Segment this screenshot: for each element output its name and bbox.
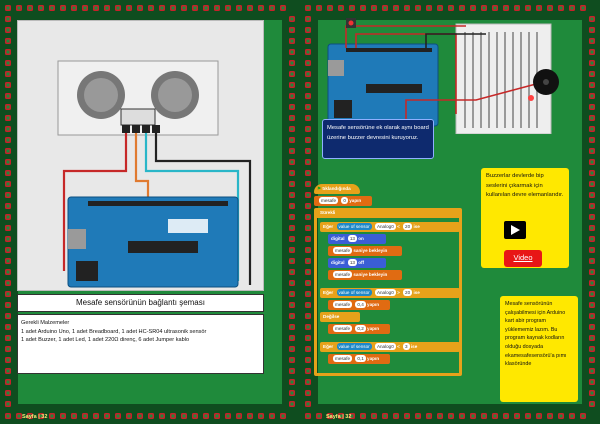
right-page: Mesafe sensörüne ek olarak aynı board üz… [300,0,600,424]
block-suffix: yapın [367,326,380,331]
when-flag-clicked-block[interactable]: ⚑ tıklandığında [314,184,360,194]
note-text: Buzzerlar devlerde bip seslerini çıkarma… [486,173,564,198]
block-suffix: yapın [349,198,362,203]
block-suffix: ise [413,290,420,295]
block-value[interactable]: 3 [403,343,410,351]
block-label: Eğer [323,344,334,349]
flag-icon: ⚑ [317,186,322,191]
digital-on-block[interactable]: digital 13 on [328,234,386,244]
scratch-program: ⚑ tıklandığında mesafe 0 yapın Sürekli E… [310,166,468,382]
block-value[interactable]: 20 [403,223,413,231]
materials-line: 1 adet Arduino Uno, 1 adet Breadboard, 1… [21,328,207,335]
block-suffix: yapın [367,302,380,307]
set-variable-block[interactable]: mesafe 0 yapın [314,196,372,206]
if-sensor-block[interactable]: Eğer value of sensor Analog0 < 20 ise [320,222,460,232]
block-pin[interactable]: Analog0 [374,343,396,351]
block-suffix: saniye bekleyin [353,248,388,253]
block-suffix: saniye bekleyin [353,272,388,277]
block-op: < [397,224,400,229]
forever-block[interactable]: Sürekli [314,208,462,376]
block-label: mesafe [333,355,353,363]
circuit-photo [327,18,559,134]
page-number: Sayfa | 32 [326,414,352,420]
wait-block[interactable]: mesafe saniye bekleyin [328,270,402,280]
page-number: Sayfa | 32 [22,414,48,420]
block-suffix: ise [413,224,420,229]
block-sensor: value of sensor [336,343,372,351]
block-label: mesafe [333,325,353,333]
wait-block[interactable]: mesafe saniye bekleyin [328,246,402,256]
digital-off-block[interactable]: digital 13 off [328,258,386,268]
block-value[interactable]: 13 [347,259,357,267]
block-pin[interactable]: Analog0 [374,223,396,231]
block-label: mesafe [333,247,353,255]
set-variable-block[interactable]: mesafe 0,2 yapın [328,324,390,334]
block-suffix: off [358,260,365,265]
block-label: digital [331,236,345,241]
left-page: Mesafe sensörünün bağlantı şeması Gerekl… [0,0,300,424]
set-variable-block[interactable]: mesafe 0,4 yapın [328,300,390,310]
block-pin[interactable]: Analog0 [374,289,396,297]
materials-box: Gerekli Malzemeler 1 adet Arduino Uno, 1… [17,314,264,374]
block-label: Değilse [323,314,340,319]
block-label: tıklandığında [322,186,351,191]
materials-line: 1 adet Buzzer, 1 adet Led, 1 adet 220Ω d… [21,337,190,344]
block-value[interactable]: 0,2 [355,325,366,333]
block-sensor: value of sensor [336,223,372,231]
block-label: digital [331,260,345,265]
block-label: Eğer [323,224,334,229]
note-program-info: Mesafe sensörünün çalışabilmesi için Ard… [500,296,578,402]
if-sensor-block[interactable]: Eğer value of sensor Analog0 < 3 ise [320,342,460,352]
play-icon [511,225,520,235]
set-variable-block[interactable]: mesafe 0,1 yapın [328,354,390,364]
play-button[interactable] [504,221,526,239]
video-link[interactable]: Video [504,250,542,267]
block-label: mesafe [319,197,339,205]
block-suffix: on [358,236,364,241]
block-label: mesafe [333,301,353,309]
block-label: Eğer [323,290,334,295]
block-value[interactable]: 0 [341,197,348,205]
block-op: > [397,290,400,295]
block-value[interactable]: 13 [347,235,357,243]
block-sensor: value of sensor [336,289,372,297]
block-op: < [397,344,400,349]
block-value[interactable]: 0,4 [355,301,366,309]
block-label: Sürekli [320,210,336,215]
figure-caption: Mesafe sensörünün bağlantı şeması [17,294,264,312]
block-suffix: yapın [367,356,380,361]
block-suffix: ise [410,344,418,349]
block-label: mesafe [333,271,353,279]
wiring-diagram [17,20,264,291]
materials-title: Gerekli Malzemeler [21,320,70,326]
block-value[interactable]: 0,1 [355,355,366,363]
if-sensor-block[interactable]: Eğer value of sensor Analog0 > 20 ise [320,288,460,298]
block-value[interactable]: 20 [403,289,413,297]
note-buzzer-circuit: Mesafe sensörüne ek olarak aynı board üz… [322,119,434,159]
else-block[interactable]: Değilse [320,312,360,322]
